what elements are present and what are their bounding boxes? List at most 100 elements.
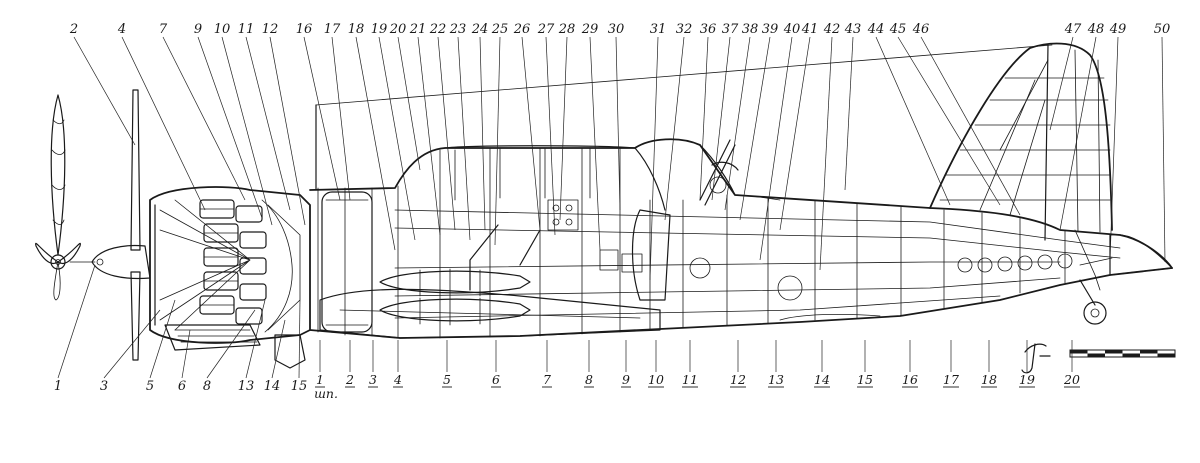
propeller-side-view	[69, 89, 151, 361]
scale-bar	[1069, 349, 1176, 358]
callout-leader	[417, 36, 441, 236]
callout-label-top: 30	[608, 22, 625, 37]
svg-text:19: 19	[1019, 372, 1035, 387]
svg-text:8: 8	[585, 372, 593, 387]
callout-leader	[699, 36, 709, 201]
frame-number: 18	[981, 340, 997, 388]
callout-label-top: 29	[581, 22, 599, 37]
scale-bar-segment	[1140, 350, 1158, 354]
frame-number: 19	[1019, 340, 1035, 388]
callout-leader	[844, 36, 854, 191]
frame-number: 8	[584, 340, 594, 388]
frame-number: 3	[368, 340, 378, 388]
callout-label-top: 22	[429, 22, 447, 37]
callout-leader	[649, 36, 659, 281]
callout-leader	[589, 36, 601, 251]
internal-equipment	[321, 139, 1073, 333]
callout-label-top: 12	[262, 22, 279, 37]
callout-leader	[1059, 36, 1097, 231]
callout-label-top: 27	[537, 22, 555, 37]
callout-leader	[559, 36, 568, 221]
callout-leader	[245, 299, 266, 379]
callout-leader	[197, 36, 263, 219]
callout-leader	[779, 36, 811, 231]
frame-number: 14	[814, 340, 830, 388]
callout-leader	[897, 36, 1001, 206]
callout-label-bottom: 6	[178, 379, 186, 394]
callout-leader	[1161, 36, 1166, 263]
callout-leader	[1109, 36, 1119, 261]
svg-text:15: 15	[857, 372, 873, 387]
svg-text:14: 14	[814, 372, 830, 387]
callout-label-bottom: 3	[100, 379, 108, 394]
callout-leader	[269, 36, 306, 226]
frame-number: 9	[621, 340, 631, 388]
svg-text:11: 11	[682, 372, 698, 387]
callout-label-top: 20	[389, 22, 407, 37]
callout-label-top: 23	[449, 22, 467, 37]
svg-text:2: 2	[345, 372, 354, 387]
svg-text:9: 9	[622, 372, 630, 387]
callout-label-bottom: 15	[291, 379, 308, 394]
callout-label-top: 44	[867, 22, 885, 37]
svg-text:10: 10	[648, 372, 664, 387]
callout-leader	[711, 36, 731, 201]
svg-text:6: 6	[492, 372, 500, 387]
callout-label-bottom: 14	[264, 379, 281, 394]
callout-label-top: 41	[801, 22, 819, 37]
frame-number: 1	[315, 340, 325, 388]
callout-label-bottom: 8	[203, 379, 211, 394]
scale-bar-segment	[1105, 350, 1123, 354]
callout-leader	[221, 36, 273, 226]
callout-label-top: 24	[471, 22, 489, 37]
callout-label-top: 25	[491, 22, 509, 37]
callout-leaders	[57, 36, 1166, 379]
scale-bar-segment	[1122, 353, 1140, 357]
callout-label-top: 50	[1154, 22, 1171, 37]
frame-number: 11	[682, 340, 698, 388]
callout-leader	[181, 329, 191, 379]
frame-number: 20	[1063, 340, 1080, 388]
callout-leader	[378, 36, 416, 241]
callout-label-top: 42	[823, 22, 841, 37]
callout-label-bottom: 13	[238, 379, 255, 394]
callout-leader	[457, 36, 471, 241]
scale-bar-segment	[1087, 353, 1105, 357]
callout-leader	[206, 309, 256, 379]
callout-label-top: 31	[650, 22, 667, 37]
callout-leader	[271, 319, 286, 379]
callout-label-top: 37	[722, 22, 739, 37]
frame-number: 2	[345, 340, 355, 388]
svg-text:3: 3	[369, 372, 377, 387]
svg-text:16: 16	[902, 372, 918, 387]
callout-leader	[149, 299, 176, 379]
callout-leader	[494, 36, 501, 246]
callout-leader	[739, 36, 771, 221]
callout-leader	[298, 299, 301, 379]
propeller-front-view	[35, 94, 81, 301]
frame-number: 16	[902, 340, 918, 388]
callout-leader	[759, 36, 793, 261]
callout-leader	[819, 36, 833, 271]
callout-leader	[1049, 36, 1074, 131]
callout-label-top: 9	[194, 22, 202, 37]
callout-leader	[545, 36, 556, 236]
callout-label-top: 32	[676, 22, 693, 37]
callout-label-top: 11	[238, 22, 255, 37]
callout-leader	[724, 36, 751, 211]
callout-label-top: 38	[742, 22, 759, 37]
callout-label-top: 49	[1109, 22, 1127, 37]
callout-label-top: 21	[409, 22, 427, 37]
frame-number: 12	[730, 340, 746, 388]
engine-cowling	[149, 186, 311, 369]
callout-label-top: 26	[513, 22, 531, 37]
callout-leader	[331, 36, 351, 201]
signature-monogram	[1021, 343, 1051, 374]
svg-text:17: 17	[943, 372, 959, 387]
wing-root-fairing	[319, 288, 881, 339]
frame-number: 17	[943, 340, 959, 388]
